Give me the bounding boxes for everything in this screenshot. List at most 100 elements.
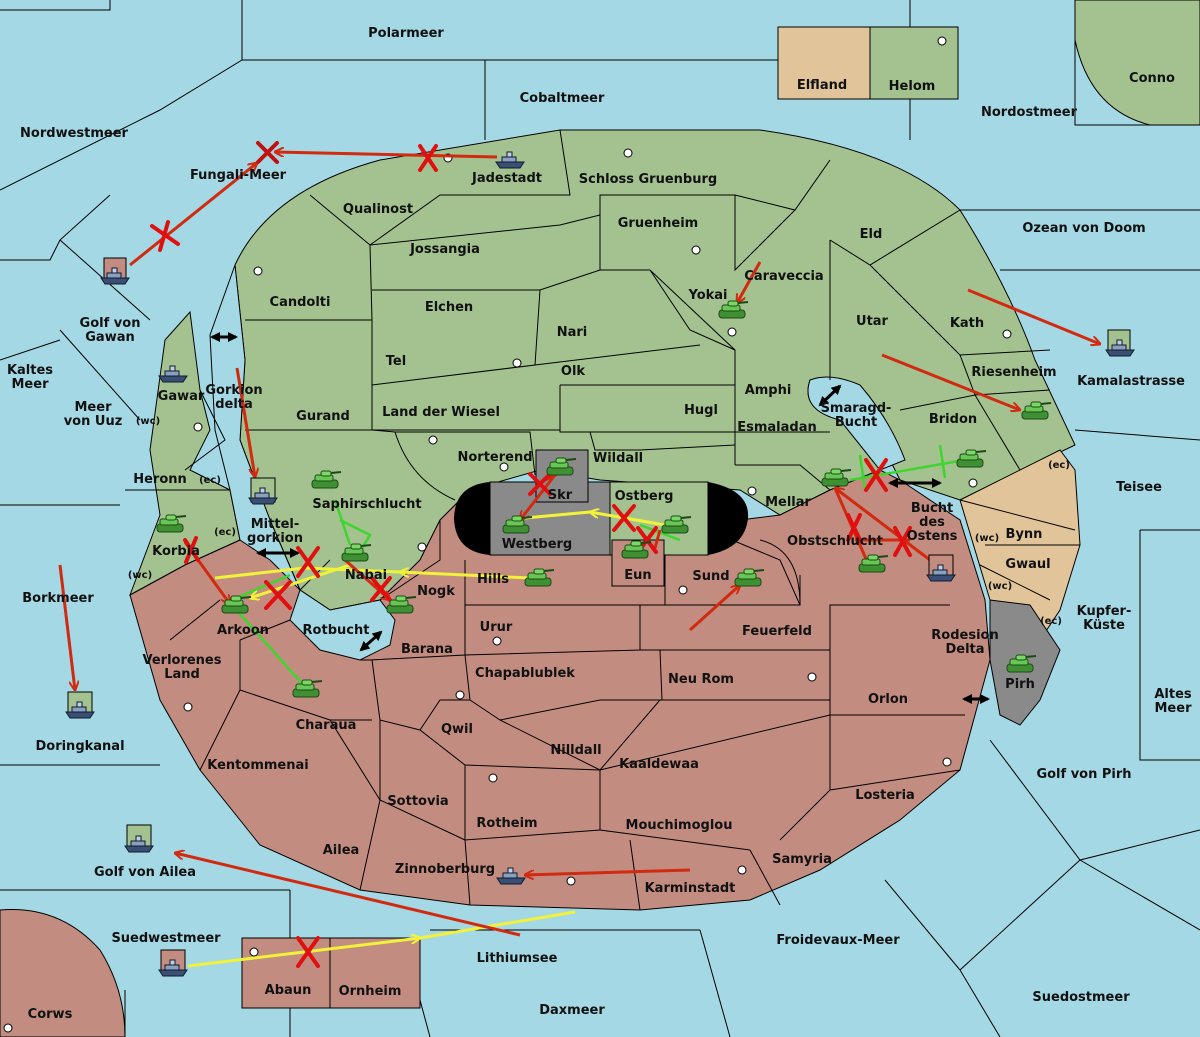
- land-label-samyria: Samyria: [772, 852, 832, 867]
- land-label-rotheim: Rotheim: [476, 816, 537, 831]
- land-label-gruenheim: Gruenheim: [618, 216, 698, 231]
- land-label-neu-rom: Neu Rom: [668, 672, 734, 687]
- land-label-losteria: Losteria: [855, 788, 915, 803]
- coast-tag-heronn-ec: (ec): [199, 475, 221, 486]
- sea-label-doringkanal: Doringkanal: [35, 739, 124, 754]
- land-corws[interactable]: [0, 909, 126, 1037]
- land-label-schloss-gruenburg: Schloss Gruenburg: [579, 172, 717, 187]
- land-label-mouchimoglou: Mouchimoglou: [626, 818, 733, 833]
- sea-label-cobaltmeer: Cobaltmeer: [520, 91, 605, 106]
- sea-label-nordostmeer: Nordostmeer: [981, 105, 1078, 120]
- land-label-mellar: Mellar: [765, 495, 811, 510]
- land-label-kaaldewaa: Kaaldewaa: [619, 757, 699, 772]
- land-label-obstschlucht: Obstschlucht: [787, 534, 883, 549]
- land-conno[interactable]: [1074, 0, 1200, 126]
- land-label-chapablublek: Chapablublek: [475, 666, 575, 681]
- land-label-arkoon: Arkoon: [217, 623, 269, 638]
- coast-tag-korbia-wc: (wc): [128, 570, 152, 581]
- coast-tag-korbia-ec: (ec): [214, 527, 236, 538]
- sea-label-kamalastrasse: Kamalastrasse: [1077, 374, 1185, 389]
- sea-label-smaragd-bucht: Smaragd-Bucht: [821, 401, 892, 430]
- land-label-ailea: Ailea: [323, 843, 360, 858]
- land-ornheim[interactable]: [329, 937, 421, 1009]
- land-label-zinnoberburg: Zinnoberburg: [395, 862, 495, 877]
- yellow-moves: [187, 512, 666, 968]
- land-label-land-der-wiesel: Land der Wiesel: [382, 405, 500, 420]
- coast-tag-teisee-ec: (ec): [1048, 460, 1070, 471]
- land-label-feuerfeld: Feuerfeld: [742, 624, 812, 639]
- sea-label-mittel-gorkion: Mittel-gorkion: [247, 517, 303, 546]
- land-label-nari: Nari: [557, 325, 588, 340]
- land-label-corws: Corws: [28, 1007, 73, 1022]
- capsule-left: [454, 482, 490, 555]
- land-label-candolti: Candolti: [270, 295, 331, 310]
- land-label-eld: Eld: [860, 227, 883, 242]
- land-label-riesenheim: Riesenheim: [971, 365, 1056, 380]
- coast-tag-gawar-wc: (wc): [136, 416, 160, 427]
- land-label-elchen: Elchen: [425, 300, 473, 315]
- supply-centers: [3, 36, 1012, 1033]
- land-label-westberg: Westberg: [502, 537, 572, 552]
- land-label-norterend: Norterend: [457, 450, 532, 465]
- land-label-hills: Hills: [477, 572, 509, 587]
- land-label-pirh: Pirh: [1005, 677, 1035, 692]
- sea-label-teisee: Teisee: [1116, 480, 1162, 495]
- land-borders: [125, 129, 1080, 911]
- coast-tag-bynn-wc: (wc): [975, 533, 999, 544]
- land-label-caraveccia: Caraveccia: [744, 269, 823, 284]
- land-label-eun: Eun: [624, 568, 651, 583]
- sea-label-golf-von-pirh: Golf von Pirh: [1036, 767, 1131, 782]
- land-label-helom: Helom: [889, 79, 936, 94]
- coast-tag-gwaul-ec: (ec): [1040, 616, 1062, 627]
- land-label-olk: Olk: [561, 364, 586, 379]
- support-lines: [231, 444, 966, 689]
- land-label-conno: Conno: [1129, 71, 1175, 86]
- sea-label-polarmeer: Polarmeer: [368, 26, 444, 41]
- land-label-bridon: Bridon: [929, 412, 977, 427]
- land-label-amphi: Amphi: [745, 383, 792, 398]
- land-label-esmaladan: Esmaladan: [737, 420, 817, 435]
- land-label-jadestadt: Jadestadt: [471, 171, 542, 186]
- land-label-wildall: Wildall: [593, 451, 643, 466]
- land-label-qwil: Qwil: [441, 722, 473, 737]
- land-label-sund: Sund: [692, 569, 729, 584]
- land-elfland[interactable]: [777, 26, 871, 100]
- sea-label-lithiumsee: Lithiumsee: [477, 951, 558, 966]
- land-label-urur: Urur: [480, 620, 513, 635]
- land-label-ornheim: Ornheim: [339, 984, 402, 999]
- sea-label-fungali-meer: Fungali-Meer: [190, 168, 287, 183]
- land-label-gawar: Gawar: [158, 389, 205, 404]
- coast-tag-gwaul-wc: (wc): [988, 581, 1012, 592]
- sea-label-borkmeer: Borkmeer: [22, 591, 94, 606]
- land-label-ostberg: Ostberg: [615, 489, 674, 504]
- ostberg-end: [708, 482, 749, 555]
- land-label-saphirschlucht: Saphirschlucht: [312, 497, 421, 512]
- land-label-charaua: Charaua: [296, 718, 357, 733]
- sea-label-suedostmeer: Suedostmeer: [1032, 990, 1130, 1005]
- sea-label-suedwestmeer: Suedwestmeer: [111, 931, 221, 946]
- land-label-nilldall: Nilldall: [550, 743, 601, 758]
- land-label-bynn: Bynn: [1006, 527, 1043, 542]
- land-label-sottovia: Sottovia: [387, 794, 448, 809]
- sea-label-golf-von-ailea: Golf von Ailea: [94, 865, 196, 880]
- land-label-utar: Utar: [856, 314, 889, 329]
- land-label-kentommenai: Kentommenai: [207, 758, 308, 773]
- land-label-yokai: Yokai: [687, 288, 727, 303]
- adjacency-arrows: [210, 332, 990, 704]
- land-label-hugl: Hugl: [684, 403, 718, 418]
- land-label-gurand: Gurand: [296, 409, 350, 424]
- land-label-abaun: Abaun: [265, 983, 312, 998]
- land-label-barana: Barana: [401, 642, 453, 657]
- sea-label-rotbucht: Rotbucht: [303, 623, 370, 638]
- sea-label-froidevaux-meer: Froidevaux-Meer: [776, 933, 900, 948]
- land-label-gwaul: Gwaul: [1005, 557, 1050, 572]
- fleet-units: [65, 151, 1135, 977]
